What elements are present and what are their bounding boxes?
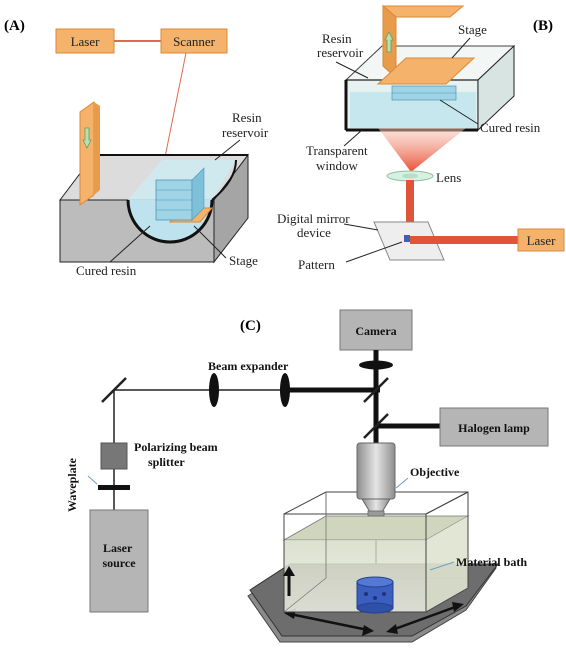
panel-c-camera-label: Camera [355, 324, 396, 338]
panel-b-vertical-beam [406, 180, 414, 240]
panel-b-resin-reservoir-label: Resin reservoir [317, 31, 364, 60]
panel-b-cured-pointer [439, 99, 479, 125]
panel-a-scanner-box: Scanner [160, 28, 228, 54]
panel-b: (B) [277, 4, 565, 272]
panel-a-cured-pointer [109, 225, 151, 263]
panel-b-laser-box: Laser [517, 228, 565, 252]
panel-a-cured-resin [155, 167, 205, 221]
panel-b-reservoir-pointer [335, 61, 369, 79]
panel-b-light-cone [378, 128, 466, 172]
panel-a: (A) Laser Scanner [4, 18, 269, 278]
panel-c-expander-lens-2 [280, 373, 290, 407]
panel-c-laser-source-label: Laser source [102, 541, 136, 570]
panel-c-camera: Camera [339, 309, 413, 351]
panel-c-expander-lens-1 [209, 373, 219, 407]
panel-c-z-arrow [283, 566, 295, 596]
panel-b-cured-resin-label: Cured resin [480, 120, 541, 135]
panel-c-halogen-lamp: Halogen lamp [439, 407, 549, 447]
panel-c-printed-structure [356, 576, 394, 614]
panel-c-laser-source: Laser source [89, 509, 149, 613]
panel-b-stage [376, 4, 476, 85]
panel-b-laser-label: Laser [527, 233, 557, 248]
panel-b-cured-resin [391, 85, 457, 101]
panel-a-cured-resin-label: Cured resin [76, 263, 137, 278]
panel-b-horizontal-beam [410, 236, 522, 244]
panel-c-polarizing-beam-splitter: Polarizing beam splitter [100, 440, 221, 470]
panel-c-waveplate-pointer [87, 475, 98, 485]
panel-c-mirror-left [101, 377, 127, 403]
panel-b-lens-label: Lens [436, 170, 461, 185]
panel-c-beam-expander-label: Beam expander [208, 359, 289, 373]
panel-a-resin-reservoir-label: Resin reservoir [222, 110, 269, 140]
panel-b-window-pointer [343, 129, 363, 147]
panel-b-dmd-label: Digital mirror device [277, 211, 353, 240]
panel-b-stage-pointer [451, 37, 471, 59]
panel-c-pbs-label: Polarizing beam splitter [134, 440, 221, 469]
panel-a-label: (A) [4, 18, 25, 34]
panel-a-stage-pointer [193, 225, 227, 259]
panel-a-reservoir-pointer [214, 139, 241, 161]
panel-c-objective-label: Objective [410, 465, 460, 479]
panel-c-objective-pointer [395, 477, 409, 489]
panel-c-material-bath-label: Material bath [456, 555, 527, 569]
panel-c: (C) Camera Beam expander Halogen lamp [65, 309, 549, 643]
panel-c-objective [356, 442, 396, 517]
panel-c-camera-lens [359, 360, 393, 370]
panel-a-laser-box: Laser [55, 28, 115, 54]
panel-b-pattern-marker [404, 235, 410, 242]
panel-b-lens-center [402, 173, 418, 179]
panel-c-dichroic-mirror [363, 413, 389, 439]
panel-a-stage-label: Stage [229, 253, 258, 268]
panel-c-label: (C) [240, 318, 261, 334]
panel-b-pattern-pointer [345, 241, 403, 263]
panel-c-mirror-right [363, 377, 389, 403]
panel-c-waveplate [98, 485, 130, 490]
panel-a-scanner-label: Scanner [173, 34, 216, 49]
panel-a-laser-label: Laser [71, 34, 101, 49]
panel-b-pattern-label: Pattern [298, 257, 335, 272]
panel-b-dmd-pointer [343, 223, 379, 231]
panel-c-bath-pointer [429, 561, 455, 571]
panel-b-transparent-window-label: Transparent window [306, 143, 371, 173]
panel-c-halogen-lamp-label: Halogen lamp [458, 421, 530, 435]
panel-c-waveplate-label: Waveplate [65, 457, 79, 512]
panel-b-stage-label: Stage [458, 22, 487, 37]
panel-b-label: (B) [533, 18, 553, 34]
